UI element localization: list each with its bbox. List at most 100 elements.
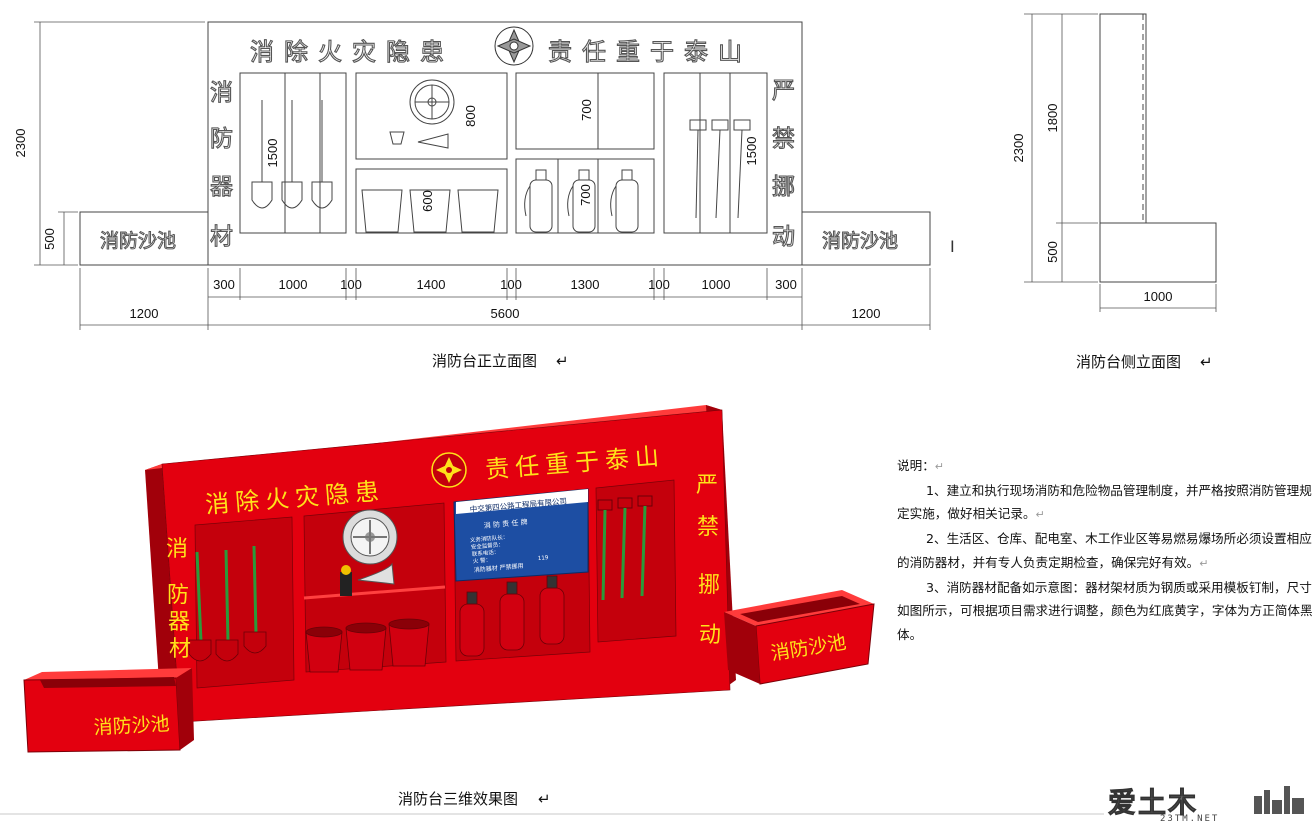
3d-side-right-char-2: 禁: [697, 515, 719, 540]
3d-side-right-char-4: 动: [699, 623, 721, 648]
front-dimension-lines: [34, 21, 931, 330]
3d-side-right-char-3: 挪: [698, 573, 720, 598]
front-side-left-char-1: 消: [210, 80, 233, 106]
front-side-left-char-2: 防: [210, 126, 233, 152]
front-side-right-char-3: 挪: [772, 174, 795, 200]
notes-item-2: 2、生活区、仓库、配电室、木工作业区等易燃易爆场所必须设置相应的消防器材，并有专…: [897, 531, 1312, 570]
dim-bottom-3: 1200: [852, 306, 881, 321]
front-emblem: [494, 26, 534, 66]
side-lower-base: [1099, 222, 1217, 283]
front-bay-board: [515, 72, 655, 150]
front-rakes: [689, 119, 751, 219]
3d-side-text-left: 消 防 器 材: [166, 537, 191, 662]
3d-buckets: [305, 618, 430, 673]
notes-item-3: 3、消防器材配备如示意图：器材架材质为钢质或采用模板钉制，尺寸如图所示，可根据项…: [897, 576, 1315, 647]
front-bay-buckets: [355, 168, 508, 234]
3d-sand-label-left: 消防沙池: [93, 713, 170, 739]
front-sand-pool-left: [79, 211, 209, 266]
board-row-3: 联系电话：: [471, 548, 499, 558]
side-elevation: [1024, 13, 1217, 312]
3d-responsibility-board: [453, 488, 589, 582]
inner-dim-3: 600: [420, 190, 435, 212]
front-side-text-left: 消 防 器 材: [209, 79, 233, 250]
3d-emblem: [431, 452, 467, 488]
front-bay-rakes: [663, 72, 768, 234]
watermark-svg: 爱土木 23TM.NET: [1108, 786, 1304, 822]
board-fire-number: 119: [538, 555, 549, 562]
front-side-left-char-4: 材: [210, 224, 233, 250]
notes-item-2-text: 2、生活区、仓库、配电室、木工作业区等易燃易爆场所必须设置相应的消防器材，并有专…: [897, 531, 1312, 570]
3d-side-left-char-4: 材: [169, 637, 191, 662]
front-wall-outline: [207, 21, 803, 266]
front-bay-extinguishers: [515, 158, 655, 234]
notes-item-1: 1、建立和执行现场消防和危险物品管理制度，并严格按照消防管理规定实施，做好相关记…: [897, 482, 1312, 522]
front-sand-pool-right: [801, 211, 931, 266]
dim-top-3: 100: [340, 277, 362, 292]
side-dim-upper: 1800: [1045, 104, 1060, 133]
watermark-url: 23TM.NET: [1160, 814, 1219, 822]
side-dim-lower: 500: [1045, 241, 1060, 263]
3d-side-left-char-3: 器: [168, 610, 190, 635]
front-side-right-char-4: 动: [772, 224, 795, 250]
inner-dim-4: 700: [579, 99, 594, 121]
3d-shovels: [195, 545, 258, 643]
watermark-logo: 爱土木 23TM.NET: [1104, 782, 1316, 822]
3d-side-right-char-1: 严: [696, 473, 718, 498]
notes-heading-text: 说明：: [897, 458, 935, 473]
front-side-right-char-2: 禁: [772, 126, 795, 152]
front-shovels: [251, 100, 333, 209]
front-dims-top: 300 1000 100 1400 100 1300 100 1000 300: [213, 277, 797, 292]
3d-caption: 消防台三维效果图: [398, 790, 518, 808]
side-upper-body: [1099, 13, 1147, 224]
dim-top-8: 1000: [702, 277, 731, 292]
board-title: 消 防 责 任 牌: [483, 517, 528, 530]
3d-sand-box-left: [23, 668, 194, 753]
front-elevation: [34, 21, 931, 330]
dim-top-9: 300: [775, 277, 797, 292]
side-caption-return-mark: ↵: [1200, 353, 1213, 371]
front-slogan-left: 消除火灾隐患: [250, 38, 454, 66]
inner-dim-2: 800: [463, 105, 478, 127]
view-3d: 中交第四公路工程局有限公司 消 防 责 任 牌 义务消防队长： 安全监督员： 联…: [23, 405, 875, 753]
inner-dim-1: 1500: [265, 139, 280, 168]
board-row-1: 义务消防队长：: [469, 533, 508, 544]
3d-shovel-heads: [188, 631, 267, 662]
front-side-left-char-3: 器: [210, 174, 233, 200]
dim-top-2: 1000: [279, 277, 308, 292]
side-dim-width: 1000: [1144, 289, 1173, 304]
dim-top-1: 300: [213, 277, 235, 292]
side-caption: 消防台侧立面图: [1076, 353, 1181, 371]
inner-dim-5: 700: [578, 184, 593, 206]
dim-height-total: 2300: [13, 129, 28, 158]
3d-side-left-char-2: 防: [167, 583, 189, 608]
front-caption-return-mark: ↵: [556, 352, 569, 370]
watermark-brand: 爱土木: [1108, 786, 1198, 819]
text-cursor-icon: I: [950, 237, 955, 256]
front-caption: 消防台正立面图: [432, 352, 537, 370]
notes-heading: 说明：↵: [897, 458, 944, 473]
board-row-2: 安全监督员：: [470, 540, 504, 551]
board-row-4: 火 警：: [472, 555, 491, 565]
wall-3d-top-face: [145, 405, 722, 470]
side-dim-total: 2300: [1011, 134, 1026, 163]
notes-item-3-text: 3、消防器材配备如示意图：器材架材质为钢质或采用模板钉制，尺寸如图所示，可根据项…: [897, 579, 1313, 642]
dim-bottom-2: 5600: [491, 306, 520, 321]
inner-dim-6: 1500: [744, 137, 759, 166]
3d-rakes: [597, 495, 653, 601]
3d-side-text-right: 严 禁 挪 动: [696, 473, 721, 648]
front-sand-label-left: 消防沙池: [100, 230, 176, 252]
front-side-right-char-1: 严: [772, 78, 795, 104]
dim-bottom-1: 1200: [130, 306, 159, 321]
front-bay-tools: [239, 72, 347, 234]
front-slogan-right: 责任重于泰山: [548, 38, 752, 66]
front-side-text-right: 严 禁 挪 动: [771, 77, 795, 250]
dim-height-sand: 500: [42, 228, 57, 250]
front-sand-label-right: 消防沙池: [822, 230, 898, 252]
3d-sand-box-right: [724, 590, 875, 685]
dim-top-6: 1300: [571, 277, 600, 292]
dim-top-4: 1400: [417, 277, 446, 292]
front-inner-dims: 1500 800 600 700 700 1500: [265, 99, 759, 212]
3d-extinguishers: [459, 575, 565, 657]
wall-3d-left-face: [145, 464, 180, 727]
